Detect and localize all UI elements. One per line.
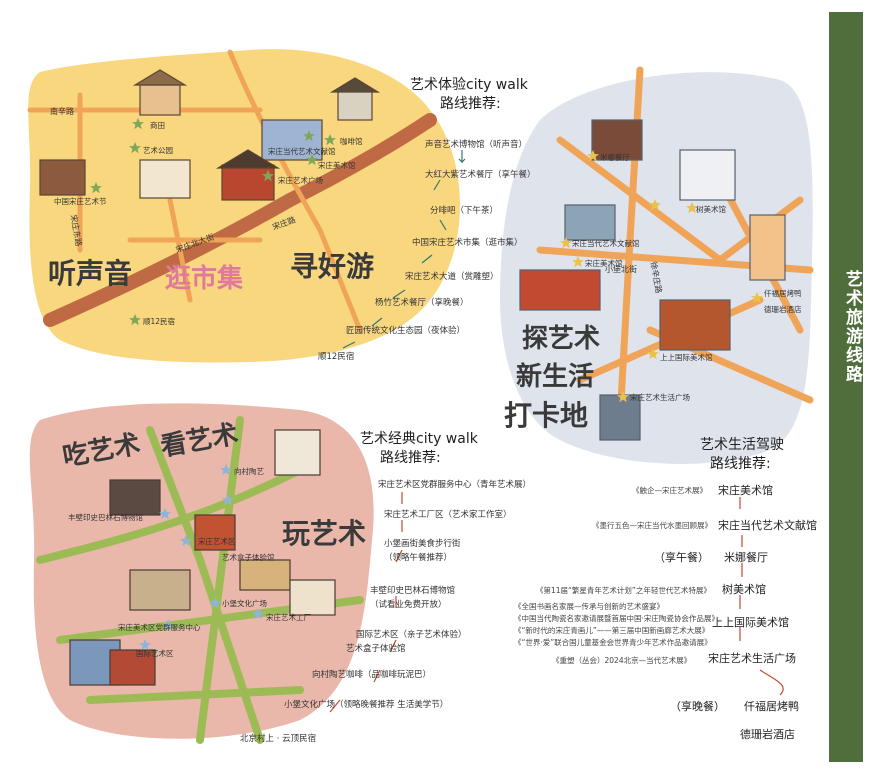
exhibition-note: 《触企—宋庄艺术展》: [632, 486, 707, 495]
route4-stop: 上上国际美术馆: [712, 616, 789, 629]
street-label: 小堡北街: [605, 265, 637, 274]
route3-subtitle: 路线推荐:: [380, 450, 441, 466]
route3-stop: 宋庄艺术区党群服务中心（青年艺术展）: [378, 480, 532, 490]
route3-stop: 小堡文化广场（领略晚餐推荐 生活美学节）: [284, 700, 449, 710]
route4-arrows: [739, 497, 784, 696]
exhibition-note: 《第11届“繁星青年艺术计划”之年轻世代艺术特展》: [536, 586, 711, 595]
route3-stop: 向村陶艺咖啡（品咖啡玩泥巴）: [312, 670, 432, 680]
map1-slogan-3: 寻好游: [290, 250, 375, 283]
poi-label: 商田: [150, 121, 165, 130]
route3-stop: （领略午餐推荐）: [384, 553, 453, 563]
route3-stop: 小堡画街美食步行街: [384, 539, 461, 549]
map1-slogan-1: 听声音: [48, 257, 133, 290]
route4-title: 艺术生活驾驶: [700, 437, 784, 453]
poi-label: 顺12民宿: [143, 317, 176, 326]
route3-stop: 宋庄艺术工厂区（艺术家工作室）: [384, 510, 512, 520]
route3-arrows: [329, 492, 403, 713]
route4-stop: 宋庄美术馆: [718, 484, 773, 497]
poi-label: 宋庄艺术区: [198, 537, 236, 546]
map2-slogan-3: 打卡地: [504, 399, 589, 432]
route1-stop: 大红大紫艺术餐厅（享午餐）: [425, 170, 536, 180]
street-label: 南辛路: [50, 107, 74, 116]
route1-stop: 杨竹艺术餐厅（享晚餐）: [375, 298, 469, 308]
route1-stop: 匠园传统文化生态园（夜体验）: [346, 326, 466, 336]
route1-stop: 声音艺术博物馆（听声音）: [425, 140, 528, 150]
side-banner: [829, 12, 863, 762]
poi-label: 宋庄艺术生活广场: [630, 393, 690, 402]
map2-slogan-1: 探艺术: [522, 324, 601, 354]
poi-label: 艺术公园: [143, 146, 173, 155]
map1-slogan-2: 逛市集: [165, 264, 244, 294]
exhibition-note: 《“世界·爱”联合国儿童基金会世界青少年艺术作品邀请展》: [514, 638, 712, 647]
route1-stop: 顺12民宿: [318, 352, 355, 362]
poi-label: 宋庄当代艺术文献馆: [268, 147, 336, 156]
poi-label: 丰壁印史巴林石博物馆: [68, 513, 143, 522]
route4-stop: 米娜餐厅: [724, 551, 768, 564]
map2-slogan-2: 新生活: [516, 362, 595, 392]
poi-label: 宋庄当代艺术文献馆: [572, 239, 640, 248]
route1-stop: 中国宋庄艺术市集（逛市集）: [412, 238, 523, 248]
map1-buildings: [39, 69, 381, 201]
poi-label: 宋庄艺术广场: [278, 176, 323, 185]
route1-arrows: [342, 150, 466, 349]
route1-stop: 分啡吧（下午茶）: [430, 206, 499, 216]
route3-stop: 国际艺术区（亲子艺术体验）: [356, 630, 467, 640]
poi-label: 中国宋庄艺术节: [54, 197, 107, 206]
route3-stop: 北京村上 · 云顶民宿: [240, 734, 317, 744]
poi-label: 宋庄美术馆: [585, 259, 623, 268]
exhibition-note: 《重塑（丛会）2024北京—当代艺术展》: [552, 656, 692, 665]
poi-label: 米哪餐厅: [600, 153, 630, 162]
route4-stop: 仟福居烤鸭: [744, 700, 799, 713]
poi-label: 艺术盒子体验馆: [222, 553, 275, 562]
poi-label: 宋庄美术馆: [318, 161, 356, 170]
route3-stop: 丰壁印史巴林石博物馆: [370, 586, 456, 596]
poi-label: 仟福居烤鸭: [764, 289, 802, 298]
poi-label: 小堡文化广场: [222, 599, 267, 608]
poi-label: 宋庄美术区党群服务中心: [118, 623, 201, 632]
poi-label: 向村陶艺: [234, 467, 264, 476]
poi-label: 咖啡馆: [340, 137, 363, 146]
route1-subtitle: 路线推荐:: [440, 96, 501, 112]
route4-stop: 德珊岩酒店: [740, 728, 795, 741]
poi-label: 德珊岩酒店: [764, 305, 802, 314]
route4-stop: 树美术馆: [722, 583, 766, 596]
route4-tag: （享午餐）: [654, 551, 709, 564]
route4-stop: 宋庄当代艺术文献馆: [718, 519, 817, 532]
poi-label: 上上国际美术馆: [660, 353, 713, 362]
exhibition-note: 《全国书画名家展—传承与创新的艺术盛宴》: [514, 602, 664, 611]
side-title: 艺术旅游线路: [842, 270, 862, 384]
poi-label: 宋庄艺术工厂: [266, 613, 311, 622]
route4-stop: 宋庄艺术生活广场: [708, 652, 796, 665]
exhibition-note: 《中国当代陶瓷名家邀请展暨首届中国·宋庄陶瓷协会作品展》: [514, 614, 719, 623]
route4-tag: （享晚餐）: [670, 700, 725, 713]
route4-subtitle: 路线推荐:: [710, 456, 771, 472]
poi-label: 国际艺术区: [136, 649, 174, 658]
route1-title: 艺术体验city walk: [410, 77, 528, 93]
route1-stop: 宋庄艺术大道（赏雕塑）: [405, 272, 499, 282]
route3-title: 艺术经典city walk: [360, 431, 478, 447]
route3-stop: （试看业免费开放）: [370, 600, 447, 610]
exhibition-note: 《墨行五色—宋庄当代水墨回顾展》: [592, 521, 712, 530]
map2-buildings: [519, 119, 786, 441]
map3-slogan-3: 玩艺术: [282, 517, 367, 550]
exhibition-note: 《“新时代的宋庄青画儿”——第三届中国新画廊艺术大展》: [514, 626, 710, 635]
route3-stop: 艺术盒子体验馆: [346, 644, 406, 654]
map1-main-road: [43, 113, 437, 327]
poi-label: 树美术馆: [696, 205, 726, 214]
map3-buildings: [69, 429, 336, 686]
